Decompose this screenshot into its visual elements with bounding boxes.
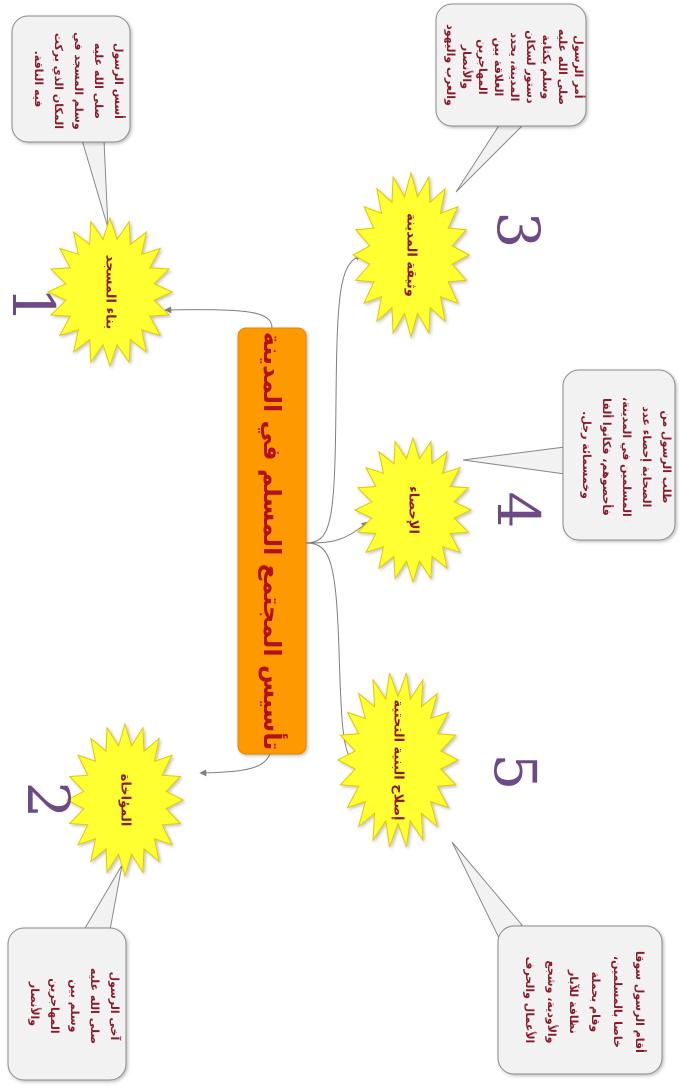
node-label-1: بناء المسجد (103, 255, 118, 329)
bubble-tail-1 (81, 139, 109, 229)
star-burst-2 (65, 722, 185, 878)
star-burst-1 (46, 216, 174, 368)
bubble-tail-2 (83, 864, 123, 931)
node-number-1: 1 (0, 287, 67, 324)
bubble-3-line: صلى الله عليه (556, 29, 569, 105)
bubble-5-line: الأعمال والحرف (523, 957, 537, 1044)
bubble-3-line: والعرب واليهود (444, 24, 457, 106)
bubble-tail-5 (451, 841, 523, 941)
node-number-5: 5 (481, 754, 549, 791)
star-burst-4 (353, 436, 473, 584)
bubble-text-1: أسس الرسول صلى الله عليه وسلم المسجد في … (32, 28, 126, 130)
bubble-text-5: أقام الرسول سوقا خاصا بالمسلمين، وقام بح… (523, 947, 647, 1053)
bubble-5-line: نظافة للآبار (567, 969, 580, 1034)
bubble-text-4: طلب الرسول من الصحابة إحصاء عدد المسلمين… (580, 393, 673, 517)
bubble-3-line: المهاجرين (476, 39, 489, 94)
bubble-5 (497, 925, 663, 1075)
bubble-text-3: أمر الرسول صلى الله عليه وسلم بكتابة دست… (444, 24, 586, 106)
star-burst-3 (351, 171, 471, 339)
bubble-4-line: المسلمين في المدينة، (620, 397, 633, 517)
connector-1 (164, 306, 273, 329)
bubble-tail-4 (462, 446, 566, 475)
bubble-4-line: الصحابة إحصاء عدد (640, 406, 653, 507)
bubble-2 (7, 927, 127, 1081)
bubble-1-line: صلى الله عليه (92, 43, 105, 119)
bubble-2-line: صلى الله عليه (88, 968, 101, 1044)
node-label-4: الإحصاء (406, 486, 421, 534)
bubble-text-2: آخى الرسول صلى الله عليه وسلم بين المهاج… (28, 964, 122, 1044)
center-title: تأسيس المجتمع المسلم في المدينة (258, 332, 288, 751)
bubble-tail-3 (455, 123, 526, 193)
bubble-1-line: فيه الناقة. (32, 51, 45, 108)
bubble-3-line: العلاقة بين (492, 38, 505, 97)
bubble-1-line: المكان الذي بركت (52, 33, 65, 129)
bubble-3-line: والأنصار (460, 44, 474, 89)
node-label-2: المؤاخاة (118, 774, 133, 827)
connector-5 (305, 542, 353, 761)
bubble-tails (81, 123, 566, 941)
bubble-5-line: خاصا بالمسلمين، (611, 956, 624, 1048)
center-box (237, 327, 307, 755)
bubble-4-line: طلب الرسول من (660, 410, 673, 503)
bubble-3-line: أمر الرسول (572, 35, 586, 98)
bubble-5-line: وقام بحملة (589, 972, 602, 1033)
node-labels: بناء المسجد المؤاخاة وثيقة المدينة الإحص… (103, 213, 421, 826)
bubble-texts: أسس الرسول صلى الله عليه وسلم المسجد في … (28, 24, 673, 1053)
bubble-2-line: وسلم بين (68, 979, 81, 1032)
node-label-3: وثيقة المدينة (404, 213, 419, 297)
node-label-5: إصلاح البنية التحتية (391, 700, 406, 821)
bubble-2-line: آخى الرسول (108, 972, 122, 1041)
bubble-3 (435, 3, 587, 127)
node-number-2: 2 (14, 782, 82, 819)
connector-4 (305, 521, 369, 544)
bubble-3-line: دستور لسكان (524, 30, 537, 104)
node-number-3: 3 (484, 212, 552, 249)
star-bursts (46, 171, 473, 878)
node-numbers: 1 2 3 4 5 (0, 212, 552, 819)
bubble-3-line: وسلم بكتابة (540, 35, 553, 100)
bubble-4 (562, 369, 676, 541)
bubble-2-line: والأنصار (28, 981, 42, 1026)
bubble-2-line: المهاجرين (48, 978, 61, 1033)
bubble-3-line: المدينة، يحدد (508, 32, 521, 101)
bubble-1 (11, 15, 131, 143)
bubble-5-line: والأودية، وشجع (545, 960, 559, 1043)
bubble-4-line: فأحصوهم، فكانوا ألفا (600, 398, 614, 516)
star-burst-5 (336, 672, 460, 848)
bubble-1-line: أسس الرسول (112, 43, 126, 119)
bubble-4-line: وخمسمائة رجل. (580, 411, 593, 499)
bubble-1-line: وسلم المسجد في (72, 32, 85, 130)
speech-bubbles (7, 3, 676, 1081)
connector-3 (305, 253, 363, 544)
node-number-4: 4 (484, 492, 552, 529)
bubble-5-line: أقام الرسول سوقا (633, 951, 647, 1053)
